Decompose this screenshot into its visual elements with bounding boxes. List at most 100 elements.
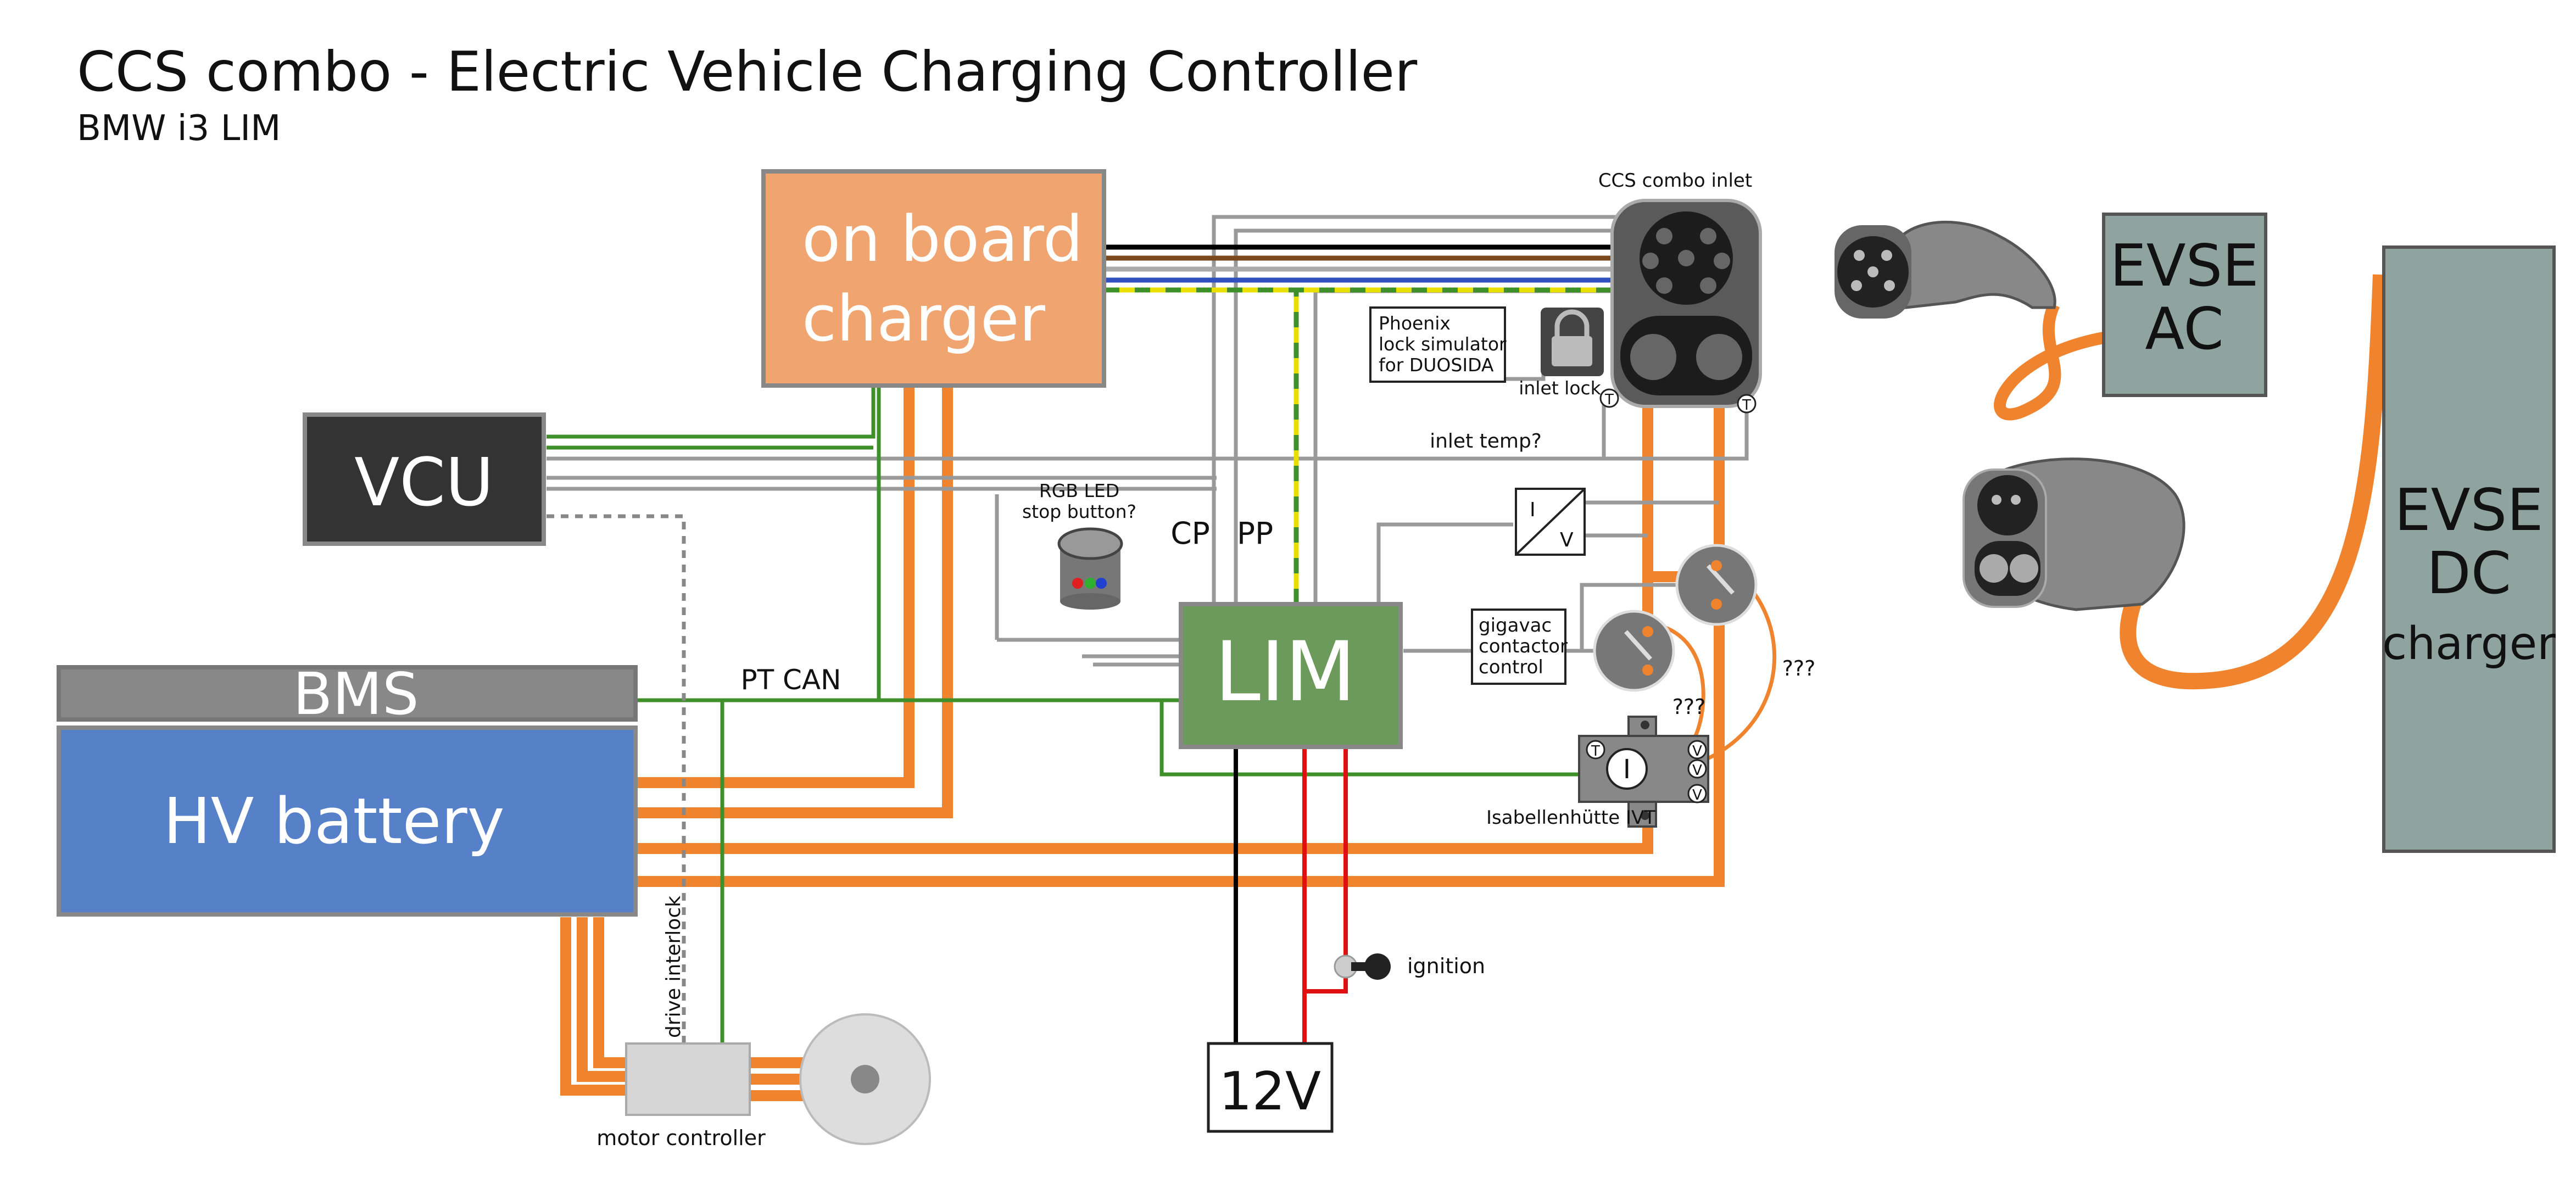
gigavac-label-line1: gigavac <box>1479 615 1552 637</box>
inlet-dc-pin-2 <box>1696 334 1742 380</box>
ccs-combo-inlet: CCS combo inlet T T <box>1598 170 1762 414</box>
unknown-connection-label-2: ??? <box>1782 656 1816 680</box>
phoenix-label-line2: lock simulator <box>1379 333 1507 355</box>
sense-wire-1 <box>1647 621 1705 749</box>
led-blue-icon <box>1096 578 1107 589</box>
rgb-label-line2: stop button? <box>1022 501 1136 522</box>
bms: BMS <box>57 661 638 728</box>
ivt-temp-icon <box>1586 740 1605 760</box>
diagram-title: CCS combo - Electric Vehicle Charging Co… <box>77 40 1418 104</box>
evse-dc-label-line3: charger <box>2382 618 2556 670</box>
cp-label: CP <box>1170 516 1210 551</box>
ac-connector-plug <box>1835 221 2056 319</box>
wire-inlet-temp-2 <box>1604 401 1749 461</box>
gigavac-label-line3: control <box>1479 656 1543 678</box>
hv-wire-battery-mc-3 <box>593 917 626 1068</box>
gigavac-label-line2: contactor <box>1479 635 1568 657</box>
wire-obc-inlet-grey-2 <box>1234 228 1623 604</box>
dc-connector-plug <box>1962 457 2185 611</box>
ignition-label: ignition <box>1407 954 1485 978</box>
lim-label: LIM <box>1214 624 1356 720</box>
lim: LIM <box>1179 602 1403 749</box>
on-board-charger: on board charger <box>761 169 1106 388</box>
evse-ac-label-line1: EVSE <box>2110 232 2259 299</box>
phoenix-lock-simulator: Phoenix lock simulator for DUOSIDA <box>1369 306 1507 383</box>
evse-dc-charger: EVSE DC charger <box>2382 245 2556 853</box>
obc-label-line2: charger <box>802 282 1046 356</box>
pt-can-label: PT CAN <box>740 664 841 696</box>
ac-charger-cable <box>1994 302 2105 421</box>
ivt-temp-symbol: T <box>1591 743 1600 760</box>
lock-icon <box>1554 309 1590 338</box>
obc-inlet-bundle <box>1104 244 1623 293</box>
ccs-inlet-label: CCS combo inlet <box>1598 170 1752 192</box>
motor-controller-label: motor controller <box>596 1126 766 1150</box>
evse-ac-label-line2: AC <box>2145 295 2223 362</box>
phoenix-label-line3: for DUOSIDA <box>1379 354 1494 376</box>
ivt-label: Isabellenhütte IVT <box>1486 807 1655 829</box>
inlet-pin-4 <box>1678 250 1694 266</box>
evse-dc-label-line1: EVSE <box>2394 477 2543 544</box>
iv-label-i: I <box>1530 499 1536 521</box>
obc-label-line1: on board <box>802 203 1083 276</box>
inlet-pin-3 <box>1642 253 1659 269</box>
hv-wire-battery-mc-1 <box>560 917 626 1096</box>
inlet-pin-1 <box>1656 228 1672 244</box>
vcu-label: VCU <box>354 445 494 521</box>
motor-controller: motor controller <box>596 1042 766 1150</box>
inlet-temp-symbol-2: T <box>1742 397 1751 414</box>
contactor-2 <box>1593 610 1675 692</box>
iv-label-v: V <box>1560 529 1574 551</box>
vcu: VCU <box>303 412 546 546</box>
ivt-voltage-icon-1 <box>1687 740 1707 760</box>
rgb-label-line1: RGB LED <box>1039 480 1119 501</box>
hv-battery-label: HV battery <box>163 785 504 858</box>
inlet-temp-sensor-1 <box>1599 388 1619 408</box>
ivt-current-icon <box>1606 748 1648 790</box>
rgb-led-stop-button: RGB LED stop button? <box>1022 480 1136 610</box>
inlet-lock-label: inlet lock <box>1519 377 1601 399</box>
can-wire-vcu-obc-1 <box>547 384 876 439</box>
inlet-pin-6 <box>1656 277 1672 294</box>
dc-charger-cable <box>2120 274 2389 690</box>
can-wire-lim-ivt <box>1159 700 1582 777</box>
bms-label: BMS <box>293 661 419 728</box>
ivt-voltage-symbol-2: V <box>1692 762 1702 779</box>
hv-wire-battery-obc-1 <box>637 384 915 788</box>
inlet-pin-5 <box>1714 253 1730 269</box>
motor-icon <box>799 1013 931 1145</box>
inlet-lock: inlet lock <box>1519 308 1604 399</box>
ignition-key: ignition <box>1334 953 1485 980</box>
inlet-temp-sensor-2 <box>1737 394 1757 414</box>
current-voltage-sensor: I V <box>1515 488 1586 556</box>
evse-ac: EVSE AC <box>2102 213 2267 397</box>
ivt-voltage-symbol-1: V <box>1692 743 1702 760</box>
phoenix-label-line1: Phoenix <box>1379 312 1451 334</box>
inlet-temp-label: inlet temp? <box>1430 430 1542 453</box>
diagram-subtitle: BMW i3 LIM <box>77 108 281 149</box>
hv-battery: HV battery <box>57 725 638 917</box>
hv-wire-battery-obc-2 <box>637 384 953 818</box>
hv-wire-battery-mc-2 <box>577 917 626 1082</box>
pp-label: PP <box>1237 516 1273 551</box>
twelve-volt-wires <box>1234 747 1348 1043</box>
ivt-voltage-icon-3 <box>1687 784 1707 803</box>
twelve-volt-label: 12V <box>1219 1062 1321 1122</box>
led-green-icon <box>1085 578 1096 589</box>
inlet-pin-7 <box>1700 277 1716 294</box>
wire-obc-inlet-grey-1 <box>1212 215 1623 604</box>
drive-interlock-wire <box>547 514 686 1043</box>
evse-dc-label-line2: DC <box>2427 540 2511 607</box>
can-wires <box>547 384 1582 1043</box>
contactor-1 <box>1675 544 1758 626</box>
wire-iv-1 <box>1376 522 1513 604</box>
unknown-connection-label-1: ??? <box>1672 695 1706 719</box>
gigavac-contactor-control: gigavac contactor control <box>1471 609 1568 685</box>
twelve-volt-battery: 12V <box>1207 1042 1334 1133</box>
drive-interlock-label: drive interlock <box>662 896 685 1038</box>
wire-lock-sim <box>1505 351 1546 381</box>
ivt-current-symbol: I <box>1623 754 1631 785</box>
signal-wires <box>547 215 1749 667</box>
ivt-voltage-symbol-3: V <box>1692 787 1702 803</box>
